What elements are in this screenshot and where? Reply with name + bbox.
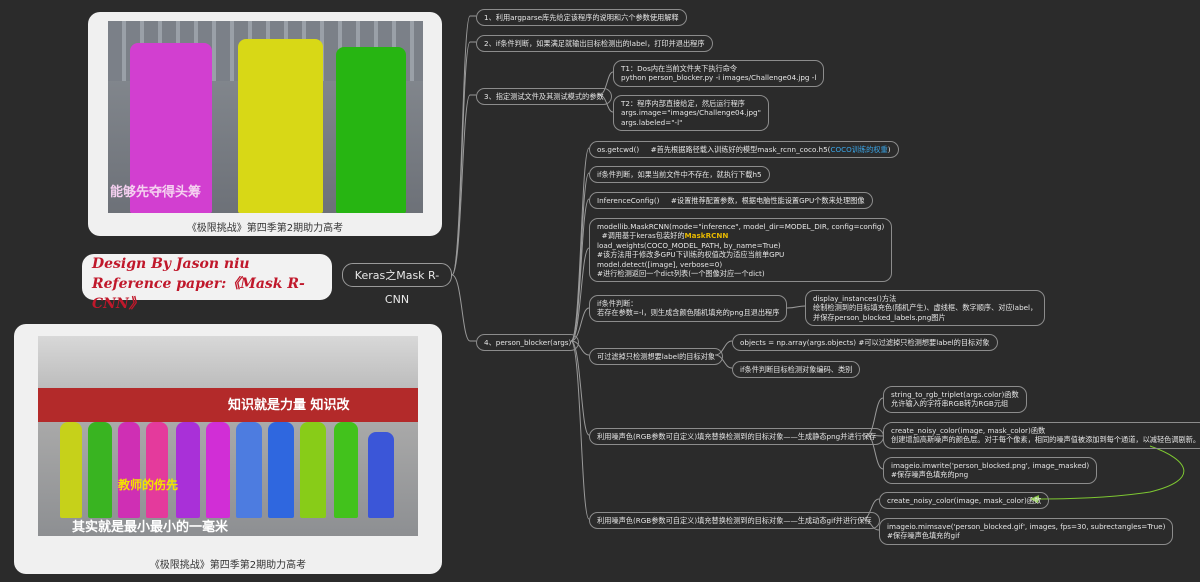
node-create-noisy-color-2[interactable]: create_noisy_color(image, mask_color)函数 [879,492,1050,510]
node-filter-objects[interactable]: 可过滤掉只检测想要label的目标对象 [589,348,724,366]
node-noise-png[interactable]: 利用噪声色(RGB参数可自定义)填充替换检测到的目标对象——生成静态png并进行… [589,428,885,446]
node-string-to-rgb[interactable]: string_to_rgb_triplet(args.color)函数 允许输入… [883,386,1027,413]
node-objects-array[interactable]: objects = np.array(args.objects) #可以过滤掉只… [732,334,998,352]
subtitle-text: 其实就是最小最小的一毫米 [72,520,229,535]
node-maskrcnn-model[interactable]: modellib.MaskRCNN(mode="inference", mode… [589,218,893,283]
branch-3-t2[interactable]: T2：程序内部直接给定，然后运行程序 args.image="images/Ch… [613,95,769,132]
person-yellow [238,39,323,213]
coco-weights-link[interactable]: COCO训练的权重 [830,145,888,154]
overlay-text-top: 能够先夺得头筹 [110,185,202,200]
caption-bottom: 《极限挑战》第四季第2期助力高考 [149,560,307,571]
person-magenta [130,43,212,213]
center-node[interactable]: Keras之Mask R-CNN [342,263,452,306]
node-inference-config[interactable]: InferenceConfig() #设置推荐配置参数，根据电脑性能设置GPU个… [589,192,873,210]
design-reference: Reference paper:《Mask R-CNN》 [92,276,305,312]
segmentation-photo-bottom: 知识就是力量 知识改 教师的伤先 其实就是最小最小的一毫米 [38,336,418,536]
node-imwrite[interactable]: imageio.imwrite('person_blocked.png', im… [883,457,1098,484]
branch-1[interactable]: 1、利用argparse库先给定该程序的说明和六个参数使用解释 [476,9,687,27]
center-overlay-text: 教师的伤先 [118,478,179,492]
photo-card-bottom: 知识就是力量 知识改 教师的伤先 其实就是最小最小的一毫米 《极限挑战》第四季第… [14,324,442,574]
node-mimsave[interactable]: imageio.mimsave('person_blocked.gif', im… [879,518,1174,545]
caption-top: 《极限挑战》第四季第2期助力高考 [186,223,344,234]
node-download[interactable]: if条件判断，如果当前文件中不存在，就执行下载h5 [589,166,770,184]
design-author: Design By Jason niu [92,256,250,272]
node-create-noisy-color[interactable]: create_noisy_color(image, mask_color)函数 … [883,422,1200,449]
segmentation-photo-top: 能够先夺得头筹 [108,21,423,213]
design-credit: Design By Jason niu Reference paper:《Mas… [82,254,332,312]
node-if-condition[interactable]: if条件判断： 若存在参数=-l，则生成含颜色随机填充的png且退出程序 [589,295,788,322]
person-green [336,47,406,213]
photo-card-top: 能够先夺得头筹 《极限挑战》第四季第2期助力高考 [88,12,442,236]
branch-3-t1[interactable]: T1：Dos内在当前文件夹下执行命令 python person_blocker… [613,60,825,87]
node-display-instances[interactable]: display_instances()方法 绘制检测到的目标填充色(随机产生)、… [805,290,1046,327]
node-getcwd[interactable]: os.getcwd() #首先根据路径载入训练好的模型mask_rcnn_coc… [589,141,899,159]
node-objects-check[interactable]: if条件判断目标检测对象编码、类别 [732,361,861,379]
branch-2[interactable]: 2、if条件判断，如果满足就输出目标检测出的label，打印并退出程序 [476,35,713,53]
banner-text: 知识就是力量 知识改 [228,398,350,413]
branch-3[interactable]: 3、指定测试文件及其测试模式的参数 [476,88,612,106]
branch-4[interactable]: 4、person_blocker(args) [476,334,580,352]
node-noise-gif[interactable]: 利用噪声色(RGB参数可自定义)填充替换检测到的目标对象——生成动态gif并进行… [589,512,880,530]
maskrcnn-highlight: MaskRCNN [684,231,729,241]
